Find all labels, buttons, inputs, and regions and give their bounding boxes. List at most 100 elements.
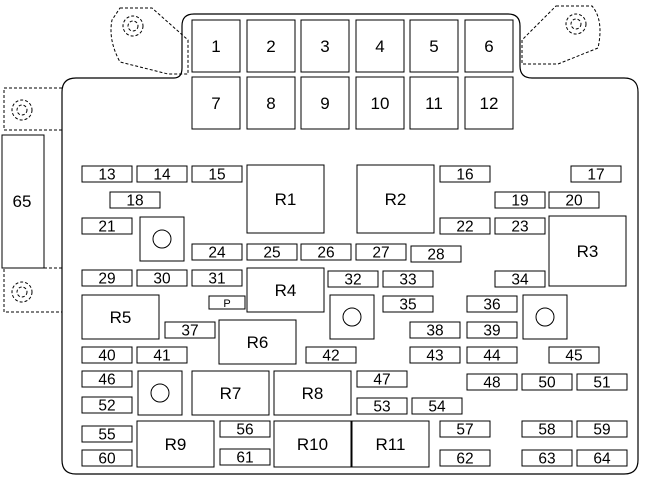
fuse-63: 63: [521, 449, 573, 468]
fuse-box: [548, 346, 600, 364]
fuse-label: 40: [98, 348, 116, 365]
p-block-box: [208, 295, 246, 310]
fuse-61: 61: [219, 448, 271, 467]
relay-label: R6: [247, 333, 269, 352]
fuse-box: [356, 370, 408, 388]
fuse-45: 45: [548, 346, 600, 365]
relay-box: [351, 420, 430, 468]
relay-box: [218, 319, 297, 365]
fuse-label: 29: [98, 271, 115, 288]
fuse-54: 54: [411, 397, 463, 416]
fuse-box: [136, 269, 188, 287]
fuse-box: [439, 420, 491, 438]
fuse-9: 9: [300, 76, 350, 130]
fuse-label: 54: [428, 399, 446, 416]
fuse-46: 46: [81, 370, 133, 389]
fuse-34: 34: [494, 270, 546, 289]
relay-box: [191, 370, 270, 416]
fuse-label: 36: [483, 297, 500, 314]
fuse-22: 22: [439, 217, 491, 236]
left-top-bolt-hole-icon: [122, 15, 144, 37]
fuse-label: 43: [426, 348, 443, 365]
relay-label: R2: [385, 190, 407, 209]
fuse-label: 20: [565, 193, 583, 210]
bolt-icon: [342, 307, 362, 327]
fuse-label: 51: [593, 375, 610, 392]
relay-label: R1: [275, 190, 297, 209]
fuse-23: 23: [494, 217, 546, 236]
fuse-13: 13: [81, 165, 133, 184]
fuse-box: [81, 425, 133, 443]
relay-R3: R3: [548, 215, 627, 287]
fuse-label: 58: [538, 422, 555, 439]
fuse-box: [164, 321, 216, 339]
relay-R6: R6: [218, 319, 297, 365]
fuse-44: 44: [466, 346, 518, 365]
right-top-mounting-tab: [521, 5, 601, 65]
fuse-box: [246, 19, 296, 73]
fuse-25: 25: [246, 243, 298, 262]
fuse-box: [411, 397, 463, 415]
fuse-11: 11: [409, 76, 459, 130]
fuse-51: 51: [576, 373, 628, 392]
fuse-15: 15: [191, 165, 243, 184]
fuse-50: 50: [521, 373, 573, 392]
relay-R11: R11: [351, 420, 430, 468]
relay-label: R7: [220, 384, 242, 403]
fuse-label: 46: [98, 372, 115, 389]
left-lower-mounting-tab: [3, 267, 63, 313]
fuse-label: 39: [483, 323, 500, 340]
fuse-label: 11: [425, 94, 443, 113]
fuse-19: 19: [494, 191, 546, 210]
relay-box: [273, 420, 352, 468]
fuse-40: 40: [81, 346, 133, 365]
fuse-label: 56: [236, 422, 253, 439]
fuse-56: 56: [219, 420, 271, 439]
fuse-43: 43: [409, 346, 461, 365]
fuse-box: [81, 165, 133, 183]
fuse-label: 47: [373, 372, 390, 389]
fuse-label: 18: [126, 193, 143, 210]
fuse-box: [300, 76, 350, 130]
fuse-label: 42: [322, 348, 339, 365]
fuse-62: 62: [439, 449, 491, 468]
fuse-28: 28: [410, 245, 462, 264]
fuse-box: [494, 270, 546, 288]
fuse-label: 62: [456, 451, 473, 468]
right-top-bolt-hole-icon: [565, 13, 587, 35]
fuse-label: 45: [565, 348, 582, 365]
fuse-label: 26: [317, 245, 334, 262]
fuse-12: 12: [464, 76, 514, 130]
fuse-box: [355, 19, 405, 73]
fuse-64: 64: [576, 449, 628, 468]
fuse-label: 59: [593, 422, 610, 439]
fuse-8: 8: [246, 76, 296, 130]
fuse-box: [466, 346, 518, 364]
fuse-4: 4: [355, 19, 405, 73]
fuse-box: [570, 165, 622, 183]
fuse-label: 34: [511, 272, 529, 289]
relay-R1: R1: [246, 164, 325, 234]
relay-label: R8: [302, 384, 324, 403]
fuse-58: 58: [521, 420, 573, 439]
fuse-box: [109, 191, 161, 209]
fuse-label: 15: [208, 167, 225, 184]
relay-box: [136, 420, 215, 468]
fuse-box: [191, 269, 243, 287]
fuse-box: [466, 295, 518, 313]
fuse-box: [191, 165, 243, 183]
fuse-box: [439, 165, 491, 183]
fuse-box: [81, 346, 133, 364]
relay-R2: R2: [356, 164, 435, 234]
fuse-label: 21: [98, 219, 115, 236]
fuse-label: 41: [153, 348, 170, 365]
fuse-label: 48: [483, 375, 500, 392]
fuse-label: 64: [593, 451, 611, 468]
fuse-label: 16: [456, 167, 473, 184]
fuse-box: [521, 449, 573, 467]
fuse-label: 33: [399, 272, 416, 289]
fuse-label: 7: [211, 94, 220, 113]
fuse-21: 21: [81, 217, 133, 236]
